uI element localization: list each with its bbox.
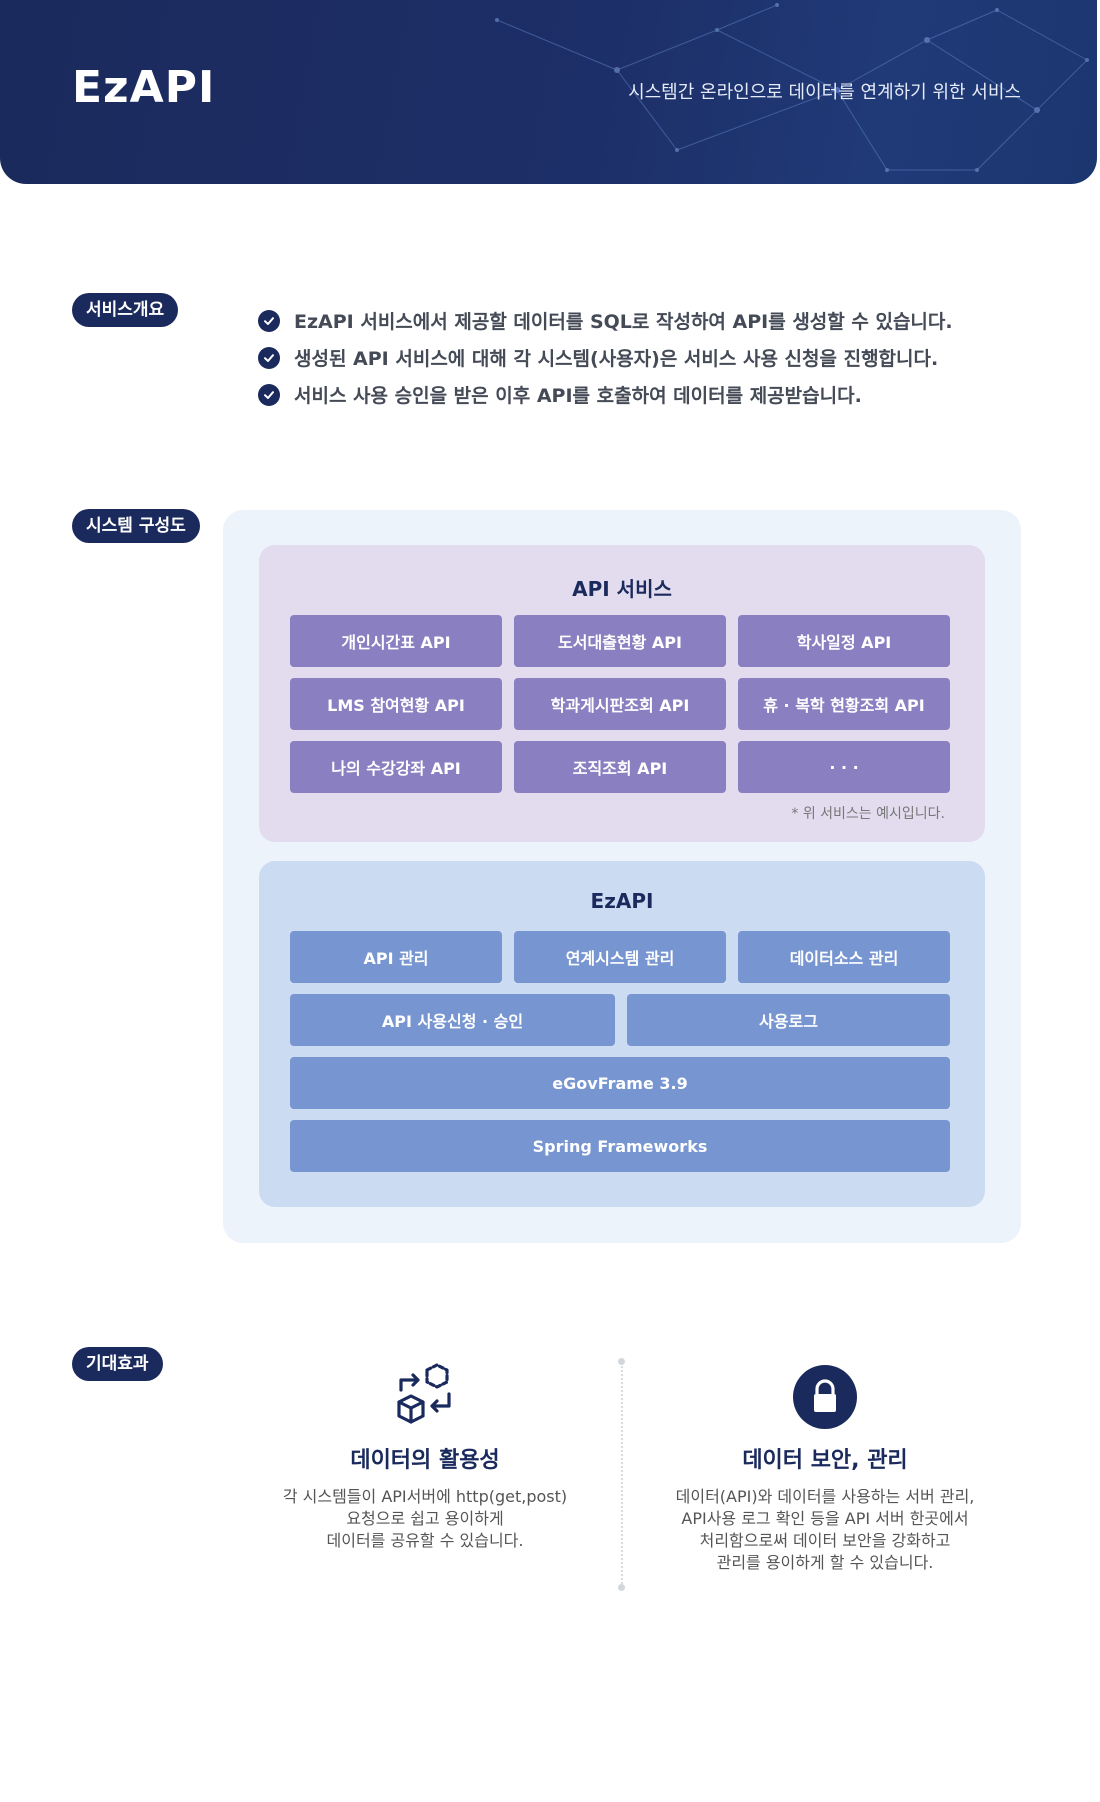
framework-tile-spring: Spring Frameworks xyxy=(290,1120,950,1172)
divider-dot xyxy=(618,1358,625,1365)
api-tile: 도서대출현황 API xyxy=(514,615,726,667)
overview-text: 서비스 사용 승인을 받은 이후 API를 호출하여 데이터를 제공받습니다. xyxy=(294,385,862,407)
effect-title: 데이터 보안, 관리 xyxy=(742,1448,908,1473)
api-tile: LMS 참여현황 API xyxy=(290,678,502,730)
example-note: * 위 서비스는 예시입니다. xyxy=(791,806,945,822)
divider-dot xyxy=(618,1584,625,1591)
api-services-box: API 서비스 개인시간표 API 도서대출현황 API 학사일정 API LM… xyxy=(259,545,985,842)
lock-icon xyxy=(793,1365,857,1429)
api-tile: 조직조회 API xyxy=(514,741,726,793)
effect-description: 각 시스템들이 API서버에 http(get,post) 요청으로 쉽고 용이… xyxy=(245,1486,605,1552)
effect-desc-line: 각 시스템들이 API서버에 http(get,post) xyxy=(282,1487,568,1506)
ezapi-tile: API 관리 xyxy=(290,931,502,983)
api-tile: 나의 수강강좌 API xyxy=(290,741,502,793)
effect-desc-line: 관리를 용이하게 할 수 있습니다. xyxy=(716,1553,934,1572)
ezapi-tile: 연계시스템 관리 xyxy=(514,931,726,983)
overview-text: EzAPI 서비스에서 제공할 데이터를 SQL로 작성하여 API를 생성할 … xyxy=(294,311,953,333)
ezapi-title: EzAPI xyxy=(590,889,654,913)
header-banner: EzAPI 시스템간 온라인으로 데이터를 연계하기 위한 서비스 xyxy=(0,0,1097,184)
api-tile: 개인시간표 API xyxy=(290,615,502,667)
effect-desc-line: 데이터를 공유할 수 있습니다. xyxy=(326,1531,524,1550)
list-item: 생성된 API 서비스에 대해 각 시스템(사용자)은 서비스 사용 신청을 진… xyxy=(258,339,953,376)
list-item: EzAPI 서비스에서 제공할 데이터를 SQL로 작성하여 API를 생성할 … xyxy=(258,302,953,339)
ezapi-tile: API 사용신청 · 승인 xyxy=(290,994,615,1046)
api-services-title: API 서비스 xyxy=(572,577,672,601)
section-label-system: 시스템 구성도 xyxy=(72,509,200,543)
ezapi-box: EzAPI API 관리 연계시스템 관리 데이터소스 관리 API 사용신청 … xyxy=(259,861,985,1207)
effect-item-security: 데이터 보안, 관리 데이터(API)와 데이터를 사용하는 서버 관리, AP… xyxy=(645,1362,1005,1574)
effect-desc-line: 데이터(API)와 데이터를 사용하는 서버 관리, xyxy=(675,1487,975,1506)
list-item: 서비스 사용 승인을 받은 이후 API를 호출하여 데이터를 제공받습니다. xyxy=(258,376,953,413)
effect-desc-line: 요청으로 쉽고 용이하게 xyxy=(346,1509,504,1528)
check-circle-icon xyxy=(258,383,280,406)
effect-title: 데이터의 활용성 xyxy=(350,1448,500,1473)
framework-tile-egov: eGovFrame 3.9 xyxy=(290,1057,950,1109)
api-tile: 학사일정 API xyxy=(738,615,950,667)
page-title: EzAPI xyxy=(72,62,216,113)
network-pattern-icon xyxy=(495,3,1089,172)
section-label-effects: 기대효과 xyxy=(72,1347,163,1381)
effect-desc-line: API사용 로그 확인 등을 API 서버 한곳에서 xyxy=(681,1509,969,1528)
check-circle-icon xyxy=(258,309,280,332)
api-tile: 학과게시판조회 API xyxy=(514,678,726,730)
ezapi-tile: 사용로그 xyxy=(627,994,950,1046)
effect-desc-line: 처리함으로써 데이터 보안을 강화하고 xyxy=(699,1531,951,1550)
api-tile: 휴 · 복학 현황조회 API xyxy=(738,678,950,730)
check-circle-icon xyxy=(258,346,280,369)
effects-divider xyxy=(621,1362,623,1588)
page-subtitle: 시스템간 온라인으로 데이터를 연계하기 위한 서비스 xyxy=(628,82,1021,103)
section-label-overview: 서비스개요 xyxy=(72,293,179,327)
effect-description: 데이터(API)와 데이터를 사용하는 서버 관리, API사용 로그 확인 등… xyxy=(645,1486,1005,1574)
overview-text: 생성된 API 서비스에 대해 각 시스템(사용자)은 서비스 사용 신청을 진… xyxy=(294,348,939,370)
overview-list: EzAPI 서비스에서 제공할 데이터를 SQL로 작성하여 API를 생성할 … xyxy=(258,302,953,413)
api-tile-more: · · · xyxy=(738,741,950,793)
effect-item-usability: 데이터의 활용성 각 시스템들이 API서버에 http(get,post) 요… xyxy=(245,1362,605,1552)
data-exchange-icon xyxy=(397,1363,451,1424)
ezapi-tile: 데이터소스 관리 xyxy=(738,931,950,983)
